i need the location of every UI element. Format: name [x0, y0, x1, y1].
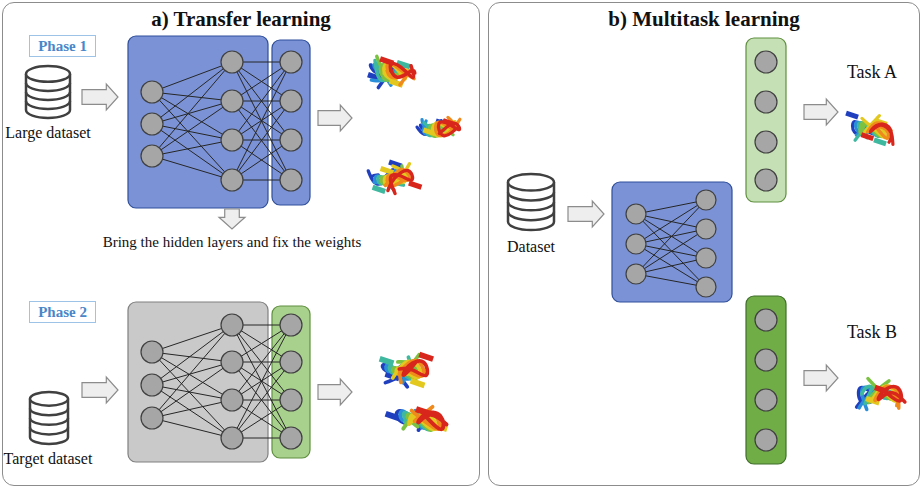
block-arrow — [318, 105, 352, 131]
block-arrow — [82, 377, 118, 403]
block-arrow — [804, 365, 838, 391]
protein-structure — [857, 379, 905, 410]
annotation: Bring the hidden layers and fix the weig… — [97, 234, 367, 251]
database-icon — [26, 66, 70, 118]
network-graph — [141, 314, 302, 449]
block-arrow — [82, 84, 118, 110]
phase-label-box: Phase 2 — [29, 301, 96, 323]
network-graph — [755, 51, 777, 191]
task-a-layer — [746, 38, 786, 202]
protein-structure — [846, 113, 893, 144]
block-arrow — [219, 209, 245, 229]
phase-label: Phase 2 — [38, 304, 87, 321]
database-icon — [508, 174, 554, 230]
panel-heading: b) Multitask learning — [489, 7, 919, 32]
block-arrow — [568, 201, 604, 227]
protein-structure — [380, 355, 433, 387]
protein-structure — [368, 162, 421, 194]
dataset-label: Large dataset — [0, 124, 103, 142]
protein-structure — [386, 407, 448, 430]
new-output-layer — [272, 306, 310, 458]
database-icon — [30, 392, 68, 444]
network-graph — [141, 51, 302, 191]
phase-label: Phase 1 — [38, 38, 87, 55]
shared-layers — [612, 182, 732, 302]
network-graph — [755, 309, 777, 451]
task-label: Task B — [832, 322, 912, 343]
block-arrow — [318, 379, 352, 405]
network-graph — [626, 190, 716, 297]
protein-structure — [368, 56, 415, 87]
dataset-label: Dataset — [486, 238, 576, 256]
task-label: Task A — [832, 62, 912, 83]
panel-heading: a) Transfer learning — [3, 7, 479, 32]
block-arrow — [804, 99, 838, 125]
task-b-layer — [746, 296, 786, 464]
phase-label-box: Phase 1 — [29, 35, 96, 57]
dataset-label: Target dataset — [0, 450, 108, 468]
protein-structure — [417, 117, 460, 136]
